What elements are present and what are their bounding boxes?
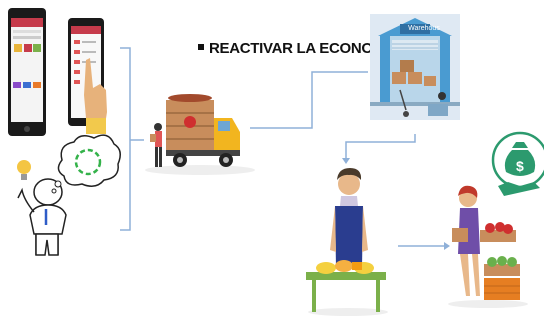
thinking-person-icon [17,160,67,256]
arrow-head-down-icon [342,158,350,164]
thought-cloud-icon [51,134,121,194]
svg-text:$: $ [516,158,524,174]
diagram-title: REACTIVAR LA ECONOMIA [198,40,400,57]
vendor-icon [306,168,388,316]
warehouse-icon [370,14,460,120]
phone-app-icon [8,8,46,136]
title-bullet-icon [198,44,204,51]
warehouse-sign: Warehous [408,25,440,32]
hand-icon [84,58,107,134]
connector-truck-to-warehouse [250,71,368,129]
group-bracket [120,47,131,231]
money-bag-icon: $ [491,131,544,196]
connector-warehouse-to-vendor [345,134,416,160]
customer-icon [448,185,528,308]
diagram-title-text: REACTIVAR LA ECONOMIA [209,40,400,57]
arrow-head-right-icon [444,242,450,250]
delivery-truck-icon [145,94,255,175]
